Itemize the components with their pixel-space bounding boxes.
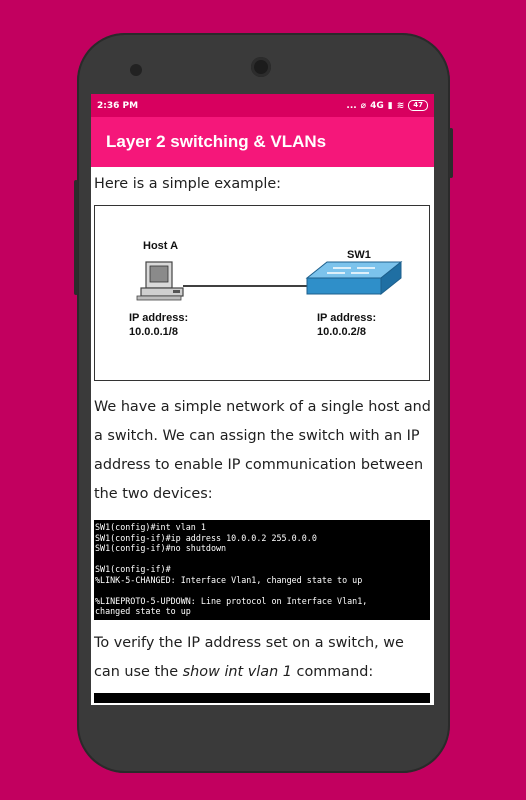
status-time: 2:36 PM (97, 100, 139, 111)
terminal-line: SW1(config-if)#ip address 10.0.0.2 255.0… (95, 532, 317, 543)
verify-text: To verify the IP address set on a switch… (94, 634, 404, 680)
terminal-line: SW1(config)#int vlan 1 (95, 522, 206, 532)
power-button (449, 128, 453, 178)
terminal-line: %LINK-5-CHANGED: Interface Vlan1, change… (95, 574, 363, 585)
wifi-icon: ≋ (396, 100, 405, 111)
host-ip-value: 10.0.0.1/8 (129, 326, 178, 338)
switch-icon (305, 260, 403, 296)
intro-text: Here is a simple example: (94, 176, 282, 192)
volume-button (74, 180, 78, 295)
terminal-line: SW1(config-if)#no shutdown (95, 543, 227, 553)
battery-icon: 47 (408, 100, 428, 111)
signal-icon: ▮ (387, 100, 393, 111)
verify-command: show int vlan 1 (182, 663, 292, 680)
switch-ip-value: 10.0.0.2/8 (317, 326, 366, 338)
front-camera-icon (251, 57, 271, 77)
diagram-graphic (136, 260, 403, 301)
page-title: Layer 2 switching & VLANs (106, 132, 327, 151)
verify-paragraph: To verify the IP address set on a switch… (94, 629, 431, 687)
host-ip-label: IP address: (129, 312, 189, 324)
alarm-off-icon: ⌀ (360, 100, 367, 111)
app-bar: Layer 2 switching & VLANs (91, 117, 434, 167)
terminal-line: %LINEPROTO-5-UPDOWN: Line protocol on In… (95, 595, 368, 606)
host-computer-icon (136, 261, 184, 301)
switch-label: SW1 (347, 249, 371, 261)
terminal-line: SW1(config-if)# (95, 564, 171, 574)
terminal-output-partial (94, 692, 430, 703)
network-label: 4G (370, 100, 384, 111)
screen: 2:36 PM ... ⌀ 4G ▮ ≋ 47 Layer 2 switchin… (91, 94, 434, 705)
verify-text-end: command: (291, 663, 374, 680)
status-bar: 2:36 PM ... ⌀ 4G ▮ ≋ 47 (91, 94, 434, 117)
terminal-line: changed state to up (95, 606, 191, 616)
status-icons: ... ⌀ 4G ▮ ≋ 47 (346, 100, 428, 111)
article-content[interactable]: Here is a simple example: (91, 167, 434, 703)
notification-dots-icon: ... (346, 100, 357, 111)
terminal-line (95, 554, 429, 565)
host-label: Host A (143, 240, 179, 252)
terminal-line (95, 585, 429, 596)
sensor-icon (130, 64, 142, 76)
description-paragraph: We have a simple network of a single hos… (94, 399, 431, 502)
switch-ip-label: IP address: (317, 312, 377, 324)
network-diagram: Host A IP address: 10.0.0.1/8 SW1 IP add… (94, 205, 430, 381)
